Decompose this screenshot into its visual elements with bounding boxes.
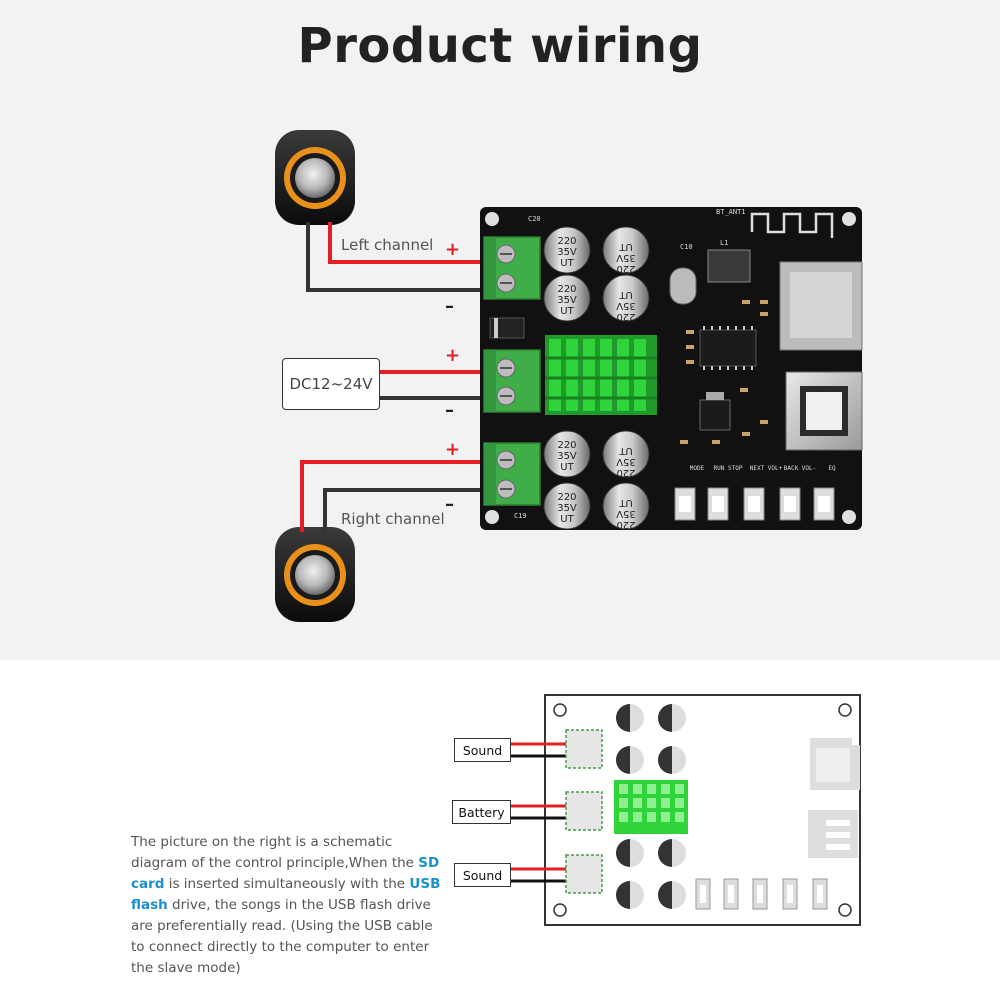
schematic-sd-card (810, 738, 860, 790)
svg-text:220: 220 (616, 467, 635, 478)
svg-text:35V: 35V (616, 252, 636, 263)
svg-text:BT_ANT1: BT_ANT1 (716, 208, 746, 216)
dc-minus-sign: – (445, 400, 454, 421)
schematic-terminals (565, 729, 603, 894)
svg-text:35V: 35V (557, 295, 577, 306)
description-part-3: drive, the songs in the USB flash drive … (131, 897, 433, 976)
left-channel-wires (306, 222, 500, 292)
svg-text:C20: C20 (528, 215, 541, 223)
svg-text:35V: 35V (616, 508, 636, 519)
svg-text:UT: UT (560, 514, 574, 525)
svg-text:35V: 35V (616, 456, 636, 467)
right-minus-sign: – (445, 494, 454, 515)
svg-text:UT: UT (618, 241, 632, 252)
svg-text:C19: C19 (514, 512, 527, 520)
schematic-buttons (695, 878, 828, 910)
description-part-1: The picture on the right is a schematic … (131, 834, 419, 871)
schematic-capacitors (616, 704, 686, 909)
svg-text:220: 220 (557, 236, 576, 247)
usb-flash-highlight: USB flash (131, 876, 441, 913)
power-terminal (483, 349, 541, 413)
sd-card-slot (779, 261, 863, 351)
speaker-terminal-right (483, 442, 541, 506)
svg-text:220: 220 (616, 263, 635, 274)
schematic-battery-input: Battery (452, 800, 511, 824)
left-plus-sign: + (445, 239, 461, 260)
speaker-terminal-left (483, 236, 541, 300)
dc-input-label: DC12~24V (282, 358, 380, 410)
schematic-usb (808, 810, 858, 858)
right-speaker (275, 527, 355, 622)
left-channel-label: Left channel (341, 236, 434, 254)
svg-text:220: 220 (557, 440, 576, 451)
dc-plus-sign: + (445, 345, 461, 366)
heatsink (545, 335, 657, 415)
svg-text:MODE: MODE (690, 465, 705, 472)
svg-text:UT: UT (618, 445, 632, 456)
schematic-sound-input-bottom: Sound (454, 863, 511, 887)
svg-text:L1: L1 (720, 239, 728, 247)
capacitors (543, 226, 650, 530)
svg-text:UT: UT (560, 462, 574, 473)
svg-text:35V: 35V (557, 451, 577, 462)
left-speaker (275, 130, 355, 225)
svg-text:EQ: EQ (828, 465, 836, 472)
amplifier-board: 220 35V UT 220 35V UT 220 35V UT 220 35V… (480, 207, 863, 530)
button-silk-labels: MODE RUN STOP NEXT VOL+ BACK VOL- EQ (690, 465, 836, 472)
description-part-2: is inserted simultaneously with the (164, 876, 410, 892)
svg-text:NEXT VOL+: NEXT VOL+ (750, 465, 783, 472)
right-channel-wires (300, 460, 500, 532)
page-title: Product wiring (297, 18, 703, 74)
right-plus-sign: + (445, 439, 461, 460)
right-channel-label: Right channel (341, 510, 445, 528)
svg-text:C10: C10 (680, 243, 693, 251)
svg-text:220: 220 (557, 284, 576, 295)
board-buttons (674, 487, 835, 521)
svg-text:UT: UT (560, 258, 574, 269)
schematic-wires (510, 742, 568, 883)
schematic-heatsink (614, 780, 688, 834)
left-minus-sign: – (445, 296, 454, 317)
description-text: The picture on the right is a schematic … (131, 832, 449, 979)
usb-port (785, 371, 863, 451)
svg-text:UT: UT (618, 497, 632, 508)
svg-text:35V: 35V (557, 247, 577, 258)
svg-text:220: 220 (616, 311, 635, 322)
svg-text:35V: 35V (557, 503, 577, 514)
svg-text:UT: UT (560, 306, 574, 317)
svg-text:RUN STOP: RUN STOP (714, 465, 743, 472)
svg-text:220: 220 (557, 492, 576, 503)
svg-text:35V: 35V (616, 300, 636, 311)
sd-card-highlight: SD card (131, 855, 440, 892)
svg-text:UT: UT (618, 289, 632, 300)
svg-text:220: 220 (616, 519, 635, 530)
schematic-sound-input-top: Sound (454, 738, 511, 762)
svg-text:BACK VOL-: BACK VOL- (784, 465, 817, 472)
